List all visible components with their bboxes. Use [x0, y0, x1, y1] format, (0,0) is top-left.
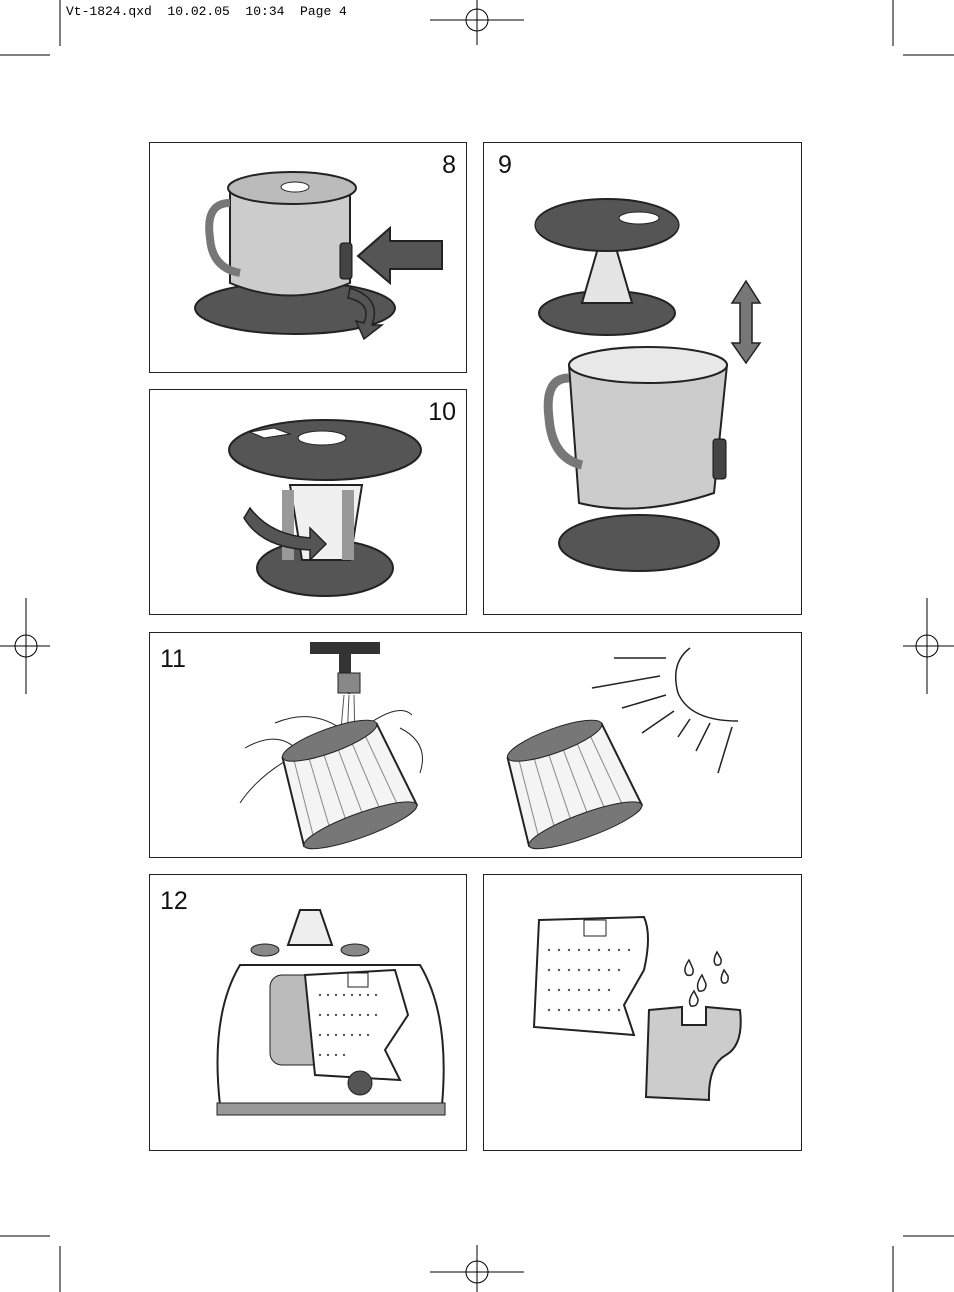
panel-8: 8	[149, 142, 467, 373]
vacuum-cleaner-filter-illustration	[150, 875, 468, 1152]
registration-mark-icon	[430, 0, 524, 45]
arrow-icon	[732, 281, 760, 363]
panel-13	[483, 874, 802, 1151]
registration-mark-icon	[430, 1245, 524, 1292]
panel-11: 11	[149, 632, 802, 858]
filter-twist-illustration	[150, 390, 468, 616]
dust-container-illustration	[150, 143, 468, 374]
arrow-icon	[358, 228, 442, 283]
registration-mark-icon	[903, 598, 954, 694]
panel-9: 9	[483, 142, 802, 615]
filter-wash-illustration	[484, 875, 803, 1152]
registration-mark-icon	[0, 598, 50, 694]
filter-washing-drying-illustration	[150, 633, 803, 859]
panel-12: 12	[149, 874, 467, 1151]
filter-removal-illustration	[484, 143, 803, 616]
panel-10: 10	[149, 389, 467, 615]
water-drop-icon	[685, 952, 728, 1006]
